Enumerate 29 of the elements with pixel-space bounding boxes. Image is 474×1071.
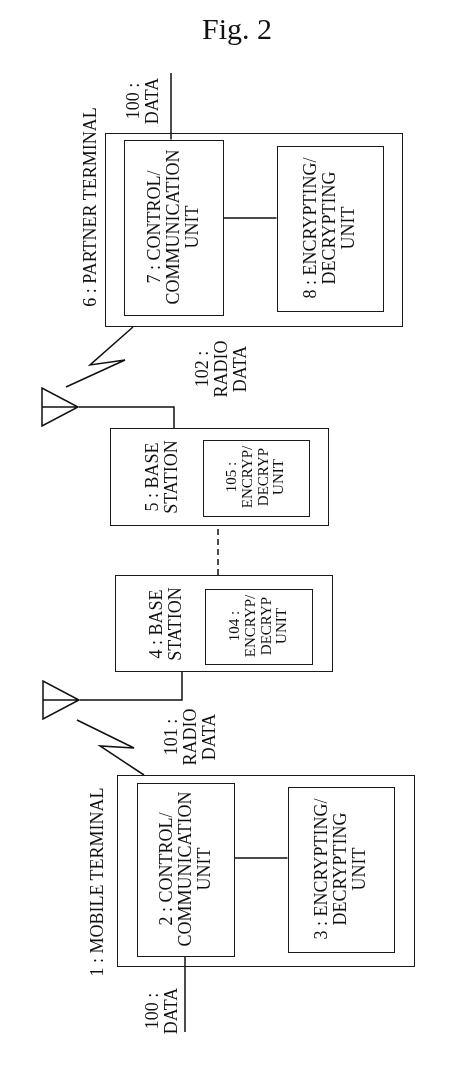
box-label: 2 : CONTROL/ COMMUNICATION UNIT [156,790,214,949]
antenna-icon [42,680,80,720]
unit-box [287,786,395,953]
box-label: 8 : ENCRYPTING/ DECRYPTING UNIT [300,156,358,301]
unit-box [202,439,310,517]
data-line [170,72,172,141]
unit-box [204,588,313,665]
box-label: 5 : BASE STATION [142,438,181,516]
connection-line [78,406,175,429]
radio-link-zigzag [65,326,134,388]
connection-line [79,671,183,701]
box-label: 7 : CONTROL/ COMMUNICATION UNIT [144,148,202,307]
station-box [115,575,333,672]
unit-box [123,139,224,316]
connection-line [222,217,278,219]
box-label: 6 : PARTNER TERMINAL [80,106,99,307]
unit-box [276,145,384,312]
data-line [184,955,186,1033]
box-label: 105 : ENCRYP/ DECRYP UNIT [223,444,287,510]
figure-title: Fig. 2 [202,12,272,46]
box-label: 3 : ENCRYPTING/ DECRYPTING UNIT [311,797,369,942]
connection-line [233,857,289,859]
box-label: 104 : ENCRYP/ DECRYP UNIT [226,593,290,659]
station-box [110,428,329,526]
box-label: 1 : MOBILE TERMINAL [87,786,106,977]
box-label: 4 : BASE STATION [146,585,185,663]
radio-link-zigzag [76,719,145,776]
antenna-icon [41,387,79,427]
unit-box [136,782,235,957]
